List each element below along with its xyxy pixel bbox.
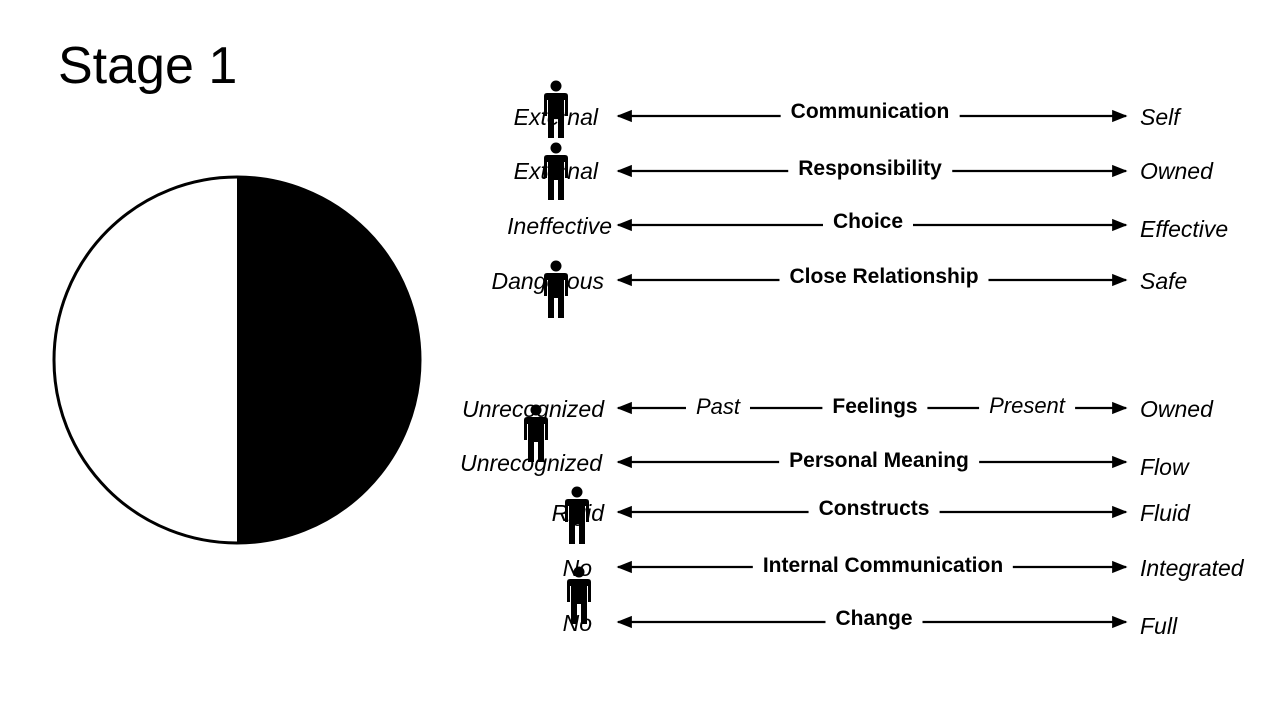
scale-right-label: Self (1140, 104, 1180, 130)
scale-right-label: Owned (1140, 158, 1213, 184)
scale-right-label: Full (1140, 613, 1178, 639)
scale-center-label: Personal Meaning (779, 448, 979, 474)
scale-right-label: Safe (1140, 268, 1188, 294)
person-icon (544, 260, 568, 318)
scale-center-label: Internal Communication (752, 553, 1014, 579)
person-icon (544, 142, 568, 200)
person-icon (565, 486, 589, 544)
scale-center-label: Constructs (808, 496, 940, 522)
scale-center-label: Responsibility (788, 156, 952, 182)
scale-mid-left-label: Past (685, 394, 751, 420)
scale-mid-right-label: Present (979, 393, 1075, 419)
scale-center-label: Choice (822, 209, 914, 235)
person-icon (524, 404, 548, 462)
scale-right-label: Flow (1140, 454, 1189, 480)
scale-right-label: Fluid (1140, 500, 1190, 526)
slide-title: Stage 1 (58, 37, 238, 95)
scale-center-label: Close Relationship (779, 264, 989, 290)
scale-right-label: Integrated (1140, 555, 1244, 581)
scale-left-label: Dangerous (491, 268, 604, 294)
scale-right-label: Effective (1140, 216, 1229, 242)
half-circle-gauge (52, 175, 422, 545)
scale-center-label: Feelings (822, 394, 928, 420)
scale-center-label: Communication (780, 99, 960, 125)
scale-left-label: Ineffective (507, 213, 612, 239)
person-icon (567, 566, 591, 624)
scale-center-label: Change (825, 606, 923, 632)
scale-left-label: No (562, 610, 592, 636)
scale-right-label: Owned (1140, 396, 1213, 422)
person-icon (544, 80, 568, 138)
